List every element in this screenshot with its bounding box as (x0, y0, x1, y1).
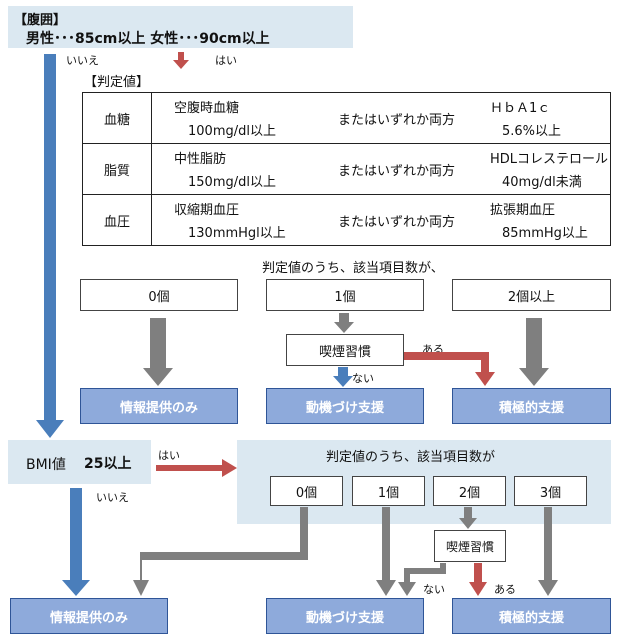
bmi-no-label: いいえ (96, 491, 129, 504)
criteria-left-name: 収縮期血圧 (174, 203, 240, 218)
upper-outcome-active: 積極的支援 (452, 388, 611, 424)
upper-count-2plus: 2個以上 (452, 279, 611, 311)
waist-criteria: 男性･･･85cm以上 女性･･･90cm以上 (26, 31, 270, 47)
arrow-lower-0-to-info (133, 507, 308, 596)
criteria-row-glucose: 血糖 空腹時血糖 100mg/dl以上 またはいずれか両方 ＨｂＡ1ｃ 5.6%… (82, 92, 611, 144)
waist-title: 【腹囲】 (14, 13, 67, 28)
lower-count-0: 0個 (270, 476, 343, 506)
arrow-lower-smoking-no (398, 563, 446, 596)
upper-outcome-motivational: 動機づけ支援 (266, 388, 424, 424)
upper-count-1: 1個 (266, 279, 424, 311)
criteria-connector: またはいずれか両方 (338, 164, 456, 179)
arrow-upper-0-to-info (143, 318, 173, 386)
bmi-box: BMI値 25以上 (8, 440, 151, 484)
criteria-category: 血圧 (82, 194, 152, 246)
criteria-connector: またはいずれか両方 (338, 113, 456, 128)
lower-question: 判定値のうち、該当項目数が (326, 450, 496, 465)
upper-count-0: 0個 (80, 279, 238, 311)
criteria-left-value: 150mg/dl以上 (188, 175, 276, 190)
arrow-lower-smoking-yes (469, 563, 487, 596)
criteria-connector: またはいずれか両方 (338, 215, 456, 230)
criteria-table: 血糖 空腹時血糖 100mg/dl以上 またはいずれか両方 ＨｂＡ1ｃ 5.6%… (82, 92, 611, 246)
criteria-left-name: 中性脂肪 (174, 152, 227, 167)
upper-outcome-info-only: 情報提供のみ (80, 388, 238, 424)
lower-outcome-motivational: 動機づけ支援 (266, 598, 424, 634)
criteria-row-blood-pressure: 血圧 収縮期血圧 130mmHgl以上 またはいずれか両方 拡張期血圧 85mm… (82, 194, 611, 246)
upper-smoking-no-label: ない (352, 372, 374, 385)
arrow-bmi-yes-to-panel (156, 459, 237, 477)
upper-question: 判定値のうち、該当項目数が、 (262, 261, 444, 276)
lower-count-3: 3個 (514, 476, 587, 506)
lower-count-1: 1個 (352, 476, 425, 506)
lower-count-2: 2個 (433, 476, 506, 506)
lower-outcome-active: 積極的支援 (452, 598, 611, 634)
criteria-title: 【判定値】 (84, 75, 150, 90)
arrow-upper-1-to-smoking (334, 313, 354, 333)
lower-smoking-no-label: ない (423, 583, 445, 596)
waist-yes-label: はい (215, 54, 237, 67)
lower-smoking-yes-label: ある (494, 583, 516, 596)
arrow-upper-smoking-no (333, 367, 353, 387)
bmi-yes-label: はい (158, 449, 180, 462)
criteria-right-name: HDLコレステロール (490, 152, 609, 167)
arrow-upper-2-to-active (519, 318, 549, 386)
criteria-right-value: 5.6%以上 (502, 124, 562, 139)
bmi-value: 25以上 (84, 456, 132, 472)
lower-outcome-info-only: 情報提供のみ (10, 598, 168, 634)
criteria-right-value: 40mg/dl未満 (502, 175, 582, 190)
waist-criteria-box: 【腹囲】 男性･･･85cm以上 女性･･･90cm以上 (8, 6, 353, 48)
arrow-lower-3-to-active (538, 507, 558, 596)
bmi-label: BMI値 (26, 457, 66, 473)
arrow-waist-no-to-bmi (36, 54, 64, 438)
lower-smoking-box: 喫煙習慣 (434, 530, 506, 562)
arrow-upper-smoking-yes (404, 352, 495, 386)
criteria-row-lipid: 脂質 中性脂肪 150mg/dl以上 またはいずれか両方 HDLコレステロール … (82, 143, 611, 195)
criteria-left-name: 空腹時血糖 (174, 101, 240, 116)
upper-smoking-box: 喫煙習慣 (286, 334, 404, 366)
arrow-lower-1-to-motivational (376, 507, 396, 596)
arrow-bmi-no-to-info (62, 488, 90, 596)
criteria-right-name: ＨｂＡ1ｃ (490, 101, 551, 116)
criteria-right-value: 85mmHg以上 (502, 226, 588, 241)
criteria-right-name: 拡張期血圧 (490, 203, 556, 218)
criteria-left-value: 130mmHgl以上 (188, 226, 286, 241)
criteria-category: 血糖 (82, 92, 152, 144)
waist-no-label: いいえ (66, 54, 99, 67)
arrow-waist-yes (173, 52, 189, 69)
arrow-lower-2-to-smoking (459, 507, 477, 529)
criteria-left-value: 100mg/dl以上 (188, 124, 276, 139)
